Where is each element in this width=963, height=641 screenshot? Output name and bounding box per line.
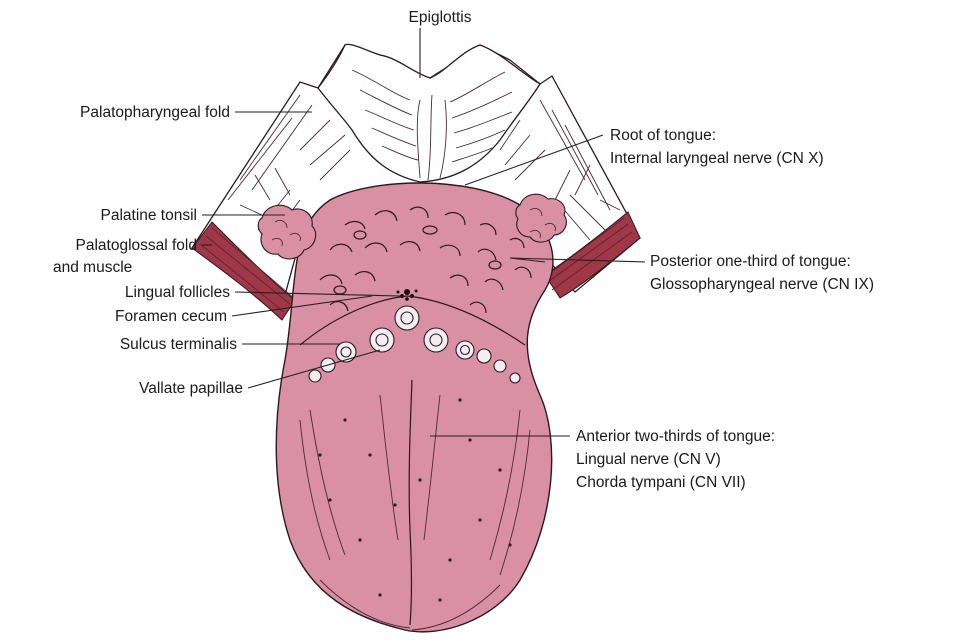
vallate-papilla <box>370 328 394 352</box>
vallate-papilla <box>510 373 520 383</box>
vallate-papilla <box>395 306 419 330</box>
vallate-papilla <box>477 349 491 363</box>
label-lingual-follicles: Lingual follicles <box>125 284 230 301</box>
label-palatoglossal-fold: Palatoglossal fold <box>76 237 198 254</box>
label-foramen-cecum: Foramen cecum <box>115 308 227 325</box>
label-anterior-chorda-tympani: Chorda tympani (CN VII) <box>576 474 746 491</box>
vallate-papilla <box>309 370 321 382</box>
label-anterior-lingual-nerve: Lingual nerve (CN V) <box>576 451 721 468</box>
label-palatopharyngeal-fold: Palatopharyngeal fold <box>80 104 230 121</box>
vallate-papilla <box>456 341 474 359</box>
vallate-papilla <box>424 328 448 352</box>
label-palatine-tonsil: Palatine tonsil <box>100 207 197 224</box>
label-root-of-tongue-title: Root of tongue: <box>610 127 716 144</box>
label-epiglottis: Epiglottis <box>409 9 472 26</box>
tongue-body <box>276 183 553 632</box>
label-sulcus-terminalis: Sulcus terminalis <box>120 336 237 353</box>
vallate-papilla <box>336 342 356 362</box>
label-posterior-third-title: Posterior one-third of tongue: <box>650 253 851 270</box>
label-posterior-third-nerve: Glossopharyngeal nerve (CN IX) <box>650 276 874 293</box>
label-root-of-tongue-nerve: Internal laryngeal nerve (CN X) <box>610 150 824 167</box>
vallate-papilla <box>494 360 506 372</box>
label-vallate-papillae: Vallate papillae <box>139 380 243 397</box>
label-palatoglossal-muscle: and muscle <box>53 259 132 276</box>
label-anterior-two-thirds-title: Anterior two-thirds of tongue: <box>576 428 775 445</box>
